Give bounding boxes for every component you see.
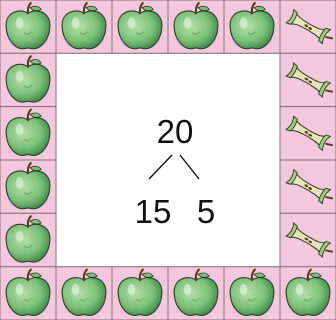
border-tile [112, 0, 168, 53]
border-tile [56, 0, 112, 53]
border-tile [0, 160, 56, 213]
border-tile [0, 107, 56, 160]
border-tile [280, 267, 336, 320]
border-tile [168, 0, 224, 53]
border-tile [280, 160, 336, 213]
whole-number: 20 [157, 113, 194, 150]
border-tile [280, 0, 336, 53]
border-tile [0, 53, 56, 106]
part-right-number: 5 [197, 193, 215, 230]
border-tile [0, 267, 56, 320]
border-tile [168, 267, 224, 320]
border-tile [0, 0, 56, 53]
border-tile [280, 53, 336, 106]
border-tile [280, 107, 336, 160]
border-tile [224, 0, 280, 53]
border-tile [56, 267, 112, 320]
border-tile [224, 267, 280, 320]
border-tile [280, 213, 336, 266]
part-left-number: 15 [135, 193, 172, 230]
border-tile [0, 213, 56, 266]
border-tile [112, 267, 168, 320]
